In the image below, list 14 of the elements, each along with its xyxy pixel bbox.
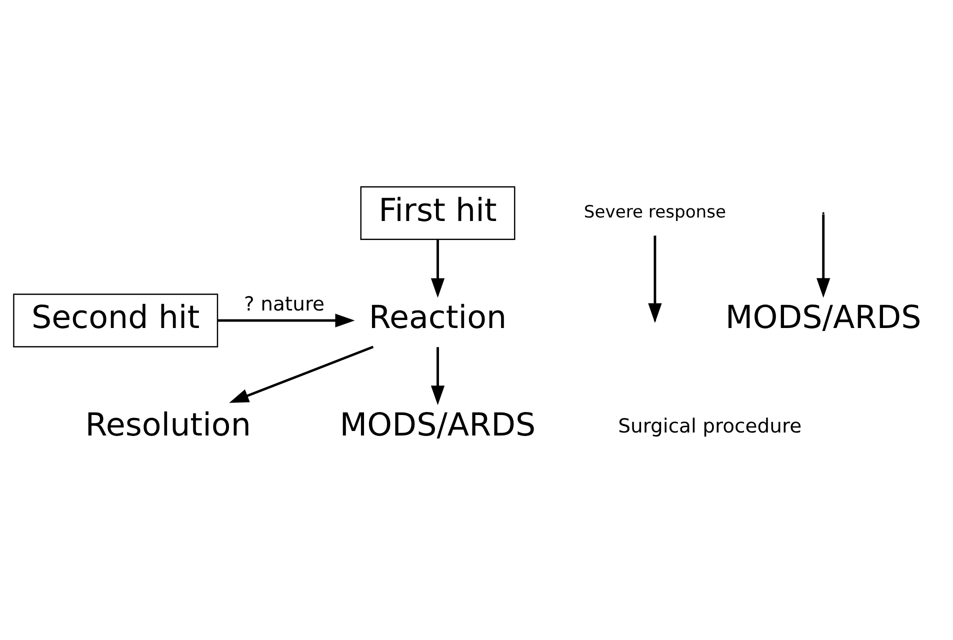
node-box: Second hit xyxy=(13,293,218,347)
node-text: MODS/ARDS xyxy=(725,300,922,336)
node-text: Reaction xyxy=(368,300,507,336)
arrow xyxy=(430,346,445,405)
arrow xyxy=(816,214,830,298)
node-text: Resolution xyxy=(85,407,251,444)
arrow xyxy=(218,313,355,327)
node-text: MODS/ARDS xyxy=(340,407,536,444)
node-box: First hit xyxy=(360,186,516,240)
label: Surgical procedure xyxy=(618,414,802,438)
edge-label: ? nature xyxy=(244,292,325,315)
arrow xyxy=(229,345,374,402)
arrow xyxy=(430,239,445,298)
node-text: Severe response xyxy=(584,202,726,222)
